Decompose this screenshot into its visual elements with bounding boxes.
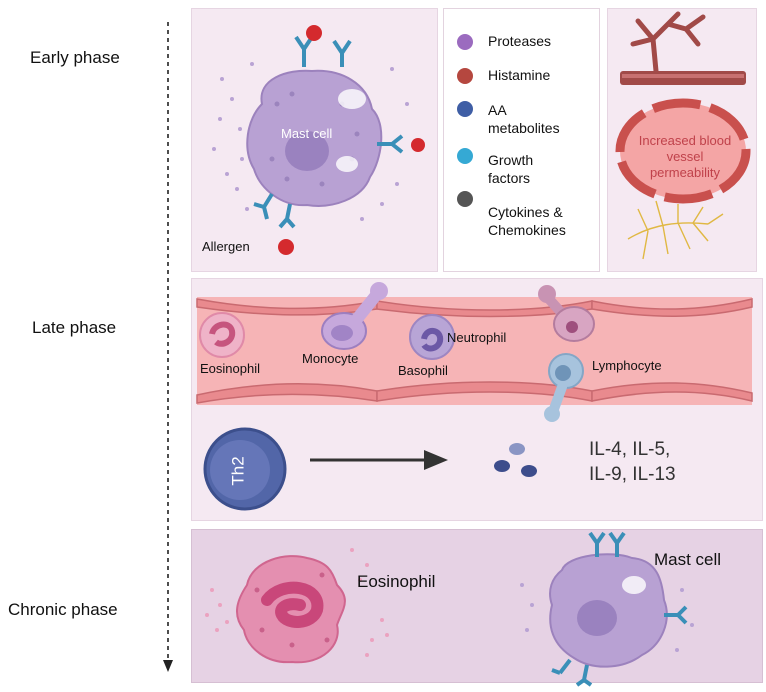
legend-marker-growth-factors xyxy=(457,148,473,164)
late-eosinophil-label: Eosinophil xyxy=(200,361,260,376)
chronic-phase-panel: Eosinophil Mast cell xyxy=(191,529,763,687)
mast-cell-illustration xyxy=(212,25,425,255)
legend-histamine: Histamine xyxy=(488,67,551,83)
late-phase-label: Late phase xyxy=(32,318,117,337)
legend-marker-histamine xyxy=(457,68,473,84)
chronic-cells-illustration xyxy=(205,531,694,687)
interleukins-line2: IL-9, IL-13 xyxy=(589,464,676,485)
late-basophil-label: Basophil xyxy=(398,363,448,378)
increased-permeability-label: Increased blood vessel permeability xyxy=(638,133,732,180)
chronic-mast-cell-label: Mast cell xyxy=(654,550,722,569)
legend-markers xyxy=(457,34,473,207)
legend-marker-aa-metabolites xyxy=(457,101,473,117)
th2-label: Th2 xyxy=(228,456,248,486)
vessel-illustration xyxy=(615,11,751,260)
blood-vessel-illustration xyxy=(196,282,753,511)
legend-cytokines: Cytokines & Chemokines xyxy=(488,204,566,238)
late-monocyte-label: Monocyte xyxy=(302,351,359,366)
legend-marker-cytokines xyxy=(457,191,473,207)
early-phase-label: Early phase xyxy=(30,48,120,67)
late-lymphocyte-label: Lymphocyte xyxy=(592,358,662,373)
mediator-legend-panel: Proteases Histamine AA metabolites Growt… xyxy=(443,8,600,272)
early-mast-cell-panel: Mast cell Allergen xyxy=(191,8,438,272)
legend-proteases: Proteases xyxy=(488,33,552,49)
late-phase-panel: Eosinophil Monocyte Basophil Neutrophil … xyxy=(191,278,763,521)
legend-aa-metabolites: AA metabolites xyxy=(488,102,560,136)
chronic-eosinophil-label: Eosinophil xyxy=(357,572,436,591)
legend-marker-proteases xyxy=(457,34,473,50)
interleukins-line1: IL-4, IL-5, xyxy=(589,439,671,460)
vessel-permeability-panel: Increased blood vessel permeability xyxy=(607,8,757,272)
allergen-label: Allergen xyxy=(202,239,250,254)
chronic-phase-label: Chronic phase xyxy=(8,600,118,619)
late-neutrophil-label: Neutrophil xyxy=(447,330,507,345)
legend-growth-factors: Growth factors xyxy=(488,152,534,186)
mast-cell-label: Mast cell xyxy=(281,126,333,141)
